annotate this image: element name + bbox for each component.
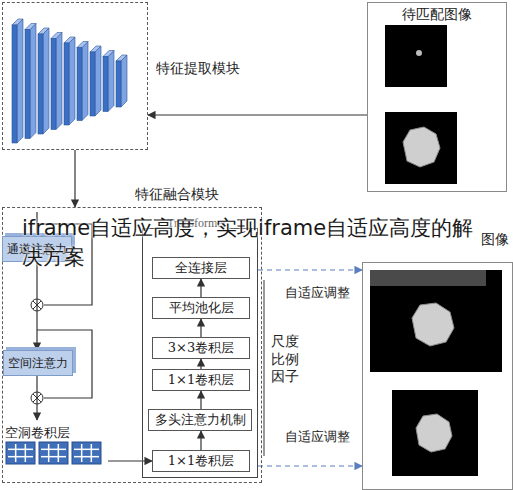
layer-box: 全连接层: [152, 257, 250, 279]
input-image: [385, 25, 447, 87]
node-label: 1×1卷积层: [168, 452, 234, 470]
adjust-arrow: [258, 269, 362, 270]
group-title: 空洞卷积层: [5, 424, 70, 442]
flow-arrow: [108, 460, 152, 461]
module-title: 特征融合模块: [135, 186, 219, 204]
asteroid: [416, 414, 452, 452]
node-label: 1×1卷积层: [168, 371, 234, 389]
output-image: [392, 390, 478, 476]
flow-arrow: [200, 391, 201, 409]
asteroid: [412, 303, 454, 346]
conv-group: 空洞卷积层: [3, 420, 108, 476]
image-panel: 图像: [362, 262, 513, 490]
bracket-line: [263, 280, 264, 456]
layer-box: 平均池化层: [152, 297, 250, 319]
layer-box: 1×1卷积层: [152, 450, 250, 472]
grid-icon: [6, 442, 35, 464]
panel-title: 图像: [481, 231, 513, 249]
feature-map: [12, 19, 23, 143]
panel-title: 待匹配图像: [368, 3, 506, 24]
feature-map: [116, 55, 127, 107]
node-label: 多头注意力机制: [155, 411, 246, 429]
feature-map: [77, 42, 88, 121]
flow-arrow: [148, 114, 367, 115]
node-label: 空间注意力: [8, 355, 68, 372]
node-label: 全连接层: [175, 259, 227, 277]
grid-icon: [39, 442, 68, 464]
edge-label: 自适应调整: [284, 428, 351, 446]
output-image: [370, 270, 502, 372]
target-dot: [416, 50, 422, 56]
flow-arrow: [200, 319, 201, 337]
flow-arrow: [200, 279, 201, 297]
flow-arrow: [36, 262, 37, 350]
image-panel: 待匹配图像: [367, 2, 507, 192]
layer-box: 1×1卷积层: [152, 369, 250, 391]
annotation: 尺度比例因子: [271, 333, 300, 386]
node-label: 平均池化层: [169, 299, 234, 317]
watermark: iframe自适应高度，实现iframe自适应高度的解决方案: [22, 214, 492, 273]
layer-box: 3×3卷积层: [152, 337, 250, 359]
feature-map: [38, 28, 49, 134]
feature-map: [25, 24, 36, 139]
feature-map: [103, 51, 114, 112]
edge-label: 自适应调整: [284, 284, 351, 302]
flow-arrow: [74, 150, 75, 207]
feature-map: [51, 33, 62, 130]
asteroid: [403, 127, 440, 167]
cnn-layers: [12, 19, 127, 143]
feature-map: [64, 37, 75, 125]
node-label: 3×3卷积层: [168, 339, 234, 357]
attention-box: 空间注意力: [3, 350, 73, 376]
module-title: 特征提取模块: [156, 60, 240, 78]
adjust-arrow: [258, 465, 362, 466]
flow-arrow: [200, 359, 201, 369]
flow-arrow: [200, 431, 201, 450]
grid-icon: [72, 442, 101, 464]
module-box: 特征提取模块: [2, 2, 148, 150]
image-strip: [370, 270, 486, 286]
dilated-conv-icons: [6, 442, 101, 464]
layer-box: 多头注意力机制: [148, 409, 252, 431]
flow-arrow: [36, 376, 37, 420]
input-image: [385, 112, 457, 184]
feature-map: [90, 46, 101, 116]
transformer-box: 全连接层平均池化层3×3卷积层1×1卷积层多头注意力机制1×1卷积层Transf…: [142, 228, 258, 478]
